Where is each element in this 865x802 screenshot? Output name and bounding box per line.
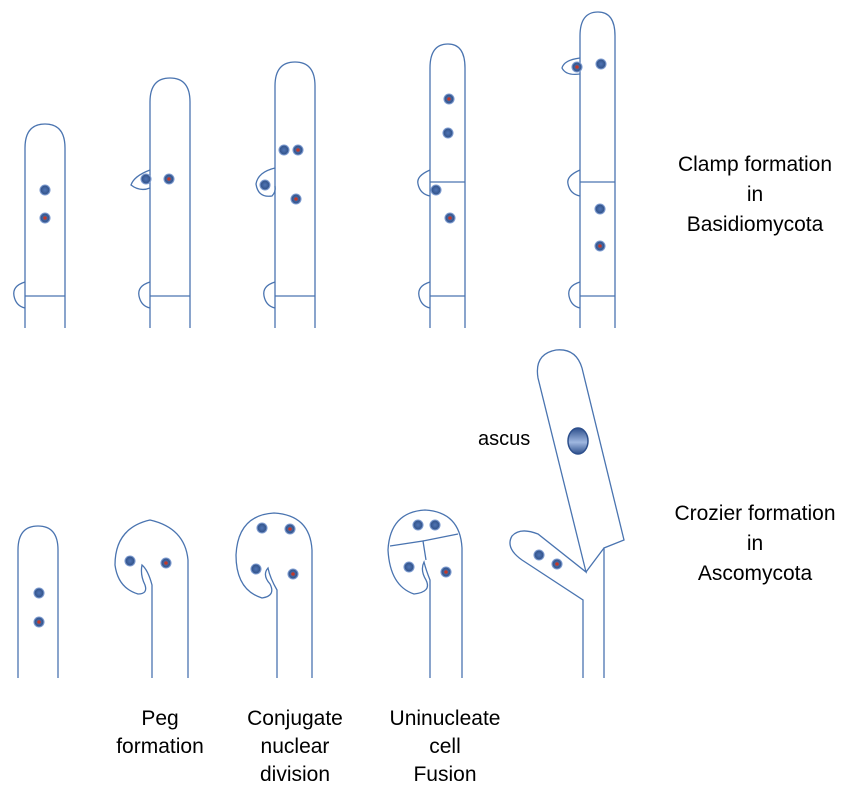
ascus-label: ascus (478, 426, 548, 452)
crozier-stage-5 (510, 350, 624, 678)
clamp-formation-label: Clamp formation in Basidiomycota (655, 150, 855, 240)
conjugate-division-label: Conjugate nuclear division (225, 705, 365, 789)
nucleus (34, 588, 44, 598)
crozier-stage-4 (388, 510, 462, 678)
nucleus (40, 213, 50, 223)
clamp-stage-1 (14, 124, 65, 328)
ascus-nucleus (568, 428, 588, 454)
nucleus (430, 520, 440, 530)
nucleus (257, 523, 267, 533)
nucleus (595, 204, 605, 214)
crozier-stage-2 (115, 520, 188, 678)
nucleus (34, 617, 44, 627)
nucleus (413, 520, 423, 530)
nucleus (291, 194, 301, 204)
cell-fusion-label: Uninucleate cell Fusion (370, 705, 520, 789)
clamp-stage-2 (131, 78, 190, 328)
peg-formation-label: Peg formation (95, 705, 225, 761)
nucleus (596, 59, 606, 69)
nucleus (285, 524, 295, 534)
nucleus (251, 564, 261, 574)
nucleus (40, 185, 50, 195)
nucleus (161, 558, 171, 568)
clamp-stage-3 (256, 62, 315, 328)
nucleus (404, 562, 414, 572)
nucleus (552, 559, 562, 569)
nucleus (441, 567, 451, 577)
nucleus (572, 62, 582, 72)
nucleus (431, 185, 441, 195)
nucleus (293, 145, 303, 155)
nucleus (595, 241, 605, 251)
nucleus (288, 569, 298, 579)
nucleus (260, 180, 270, 190)
crozier-stage-1 (18, 526, 58, 678)
crozier-formation-label: Crozier formation in Ascomycota (645, 499, 865, 589)
clamp-stage-4 (418, 44, 465, 328)
nucleus (125, 556, 135, 566)
nucleus (443, 128, 453, 138)
crozier-stage-3 (236, 513, 312, 678)
clamp-stage-5 (562, 12, 615, 328)
nucleus (279, 145, 289, 155)
nucleus (141, 174, 151, 184)
nucleus (444, 94, 454, 104)
nucleus (445, 213, 455, 223)
nucleus (534, 550, 544, 560)
nucleus (164, 174, 174, 184)
